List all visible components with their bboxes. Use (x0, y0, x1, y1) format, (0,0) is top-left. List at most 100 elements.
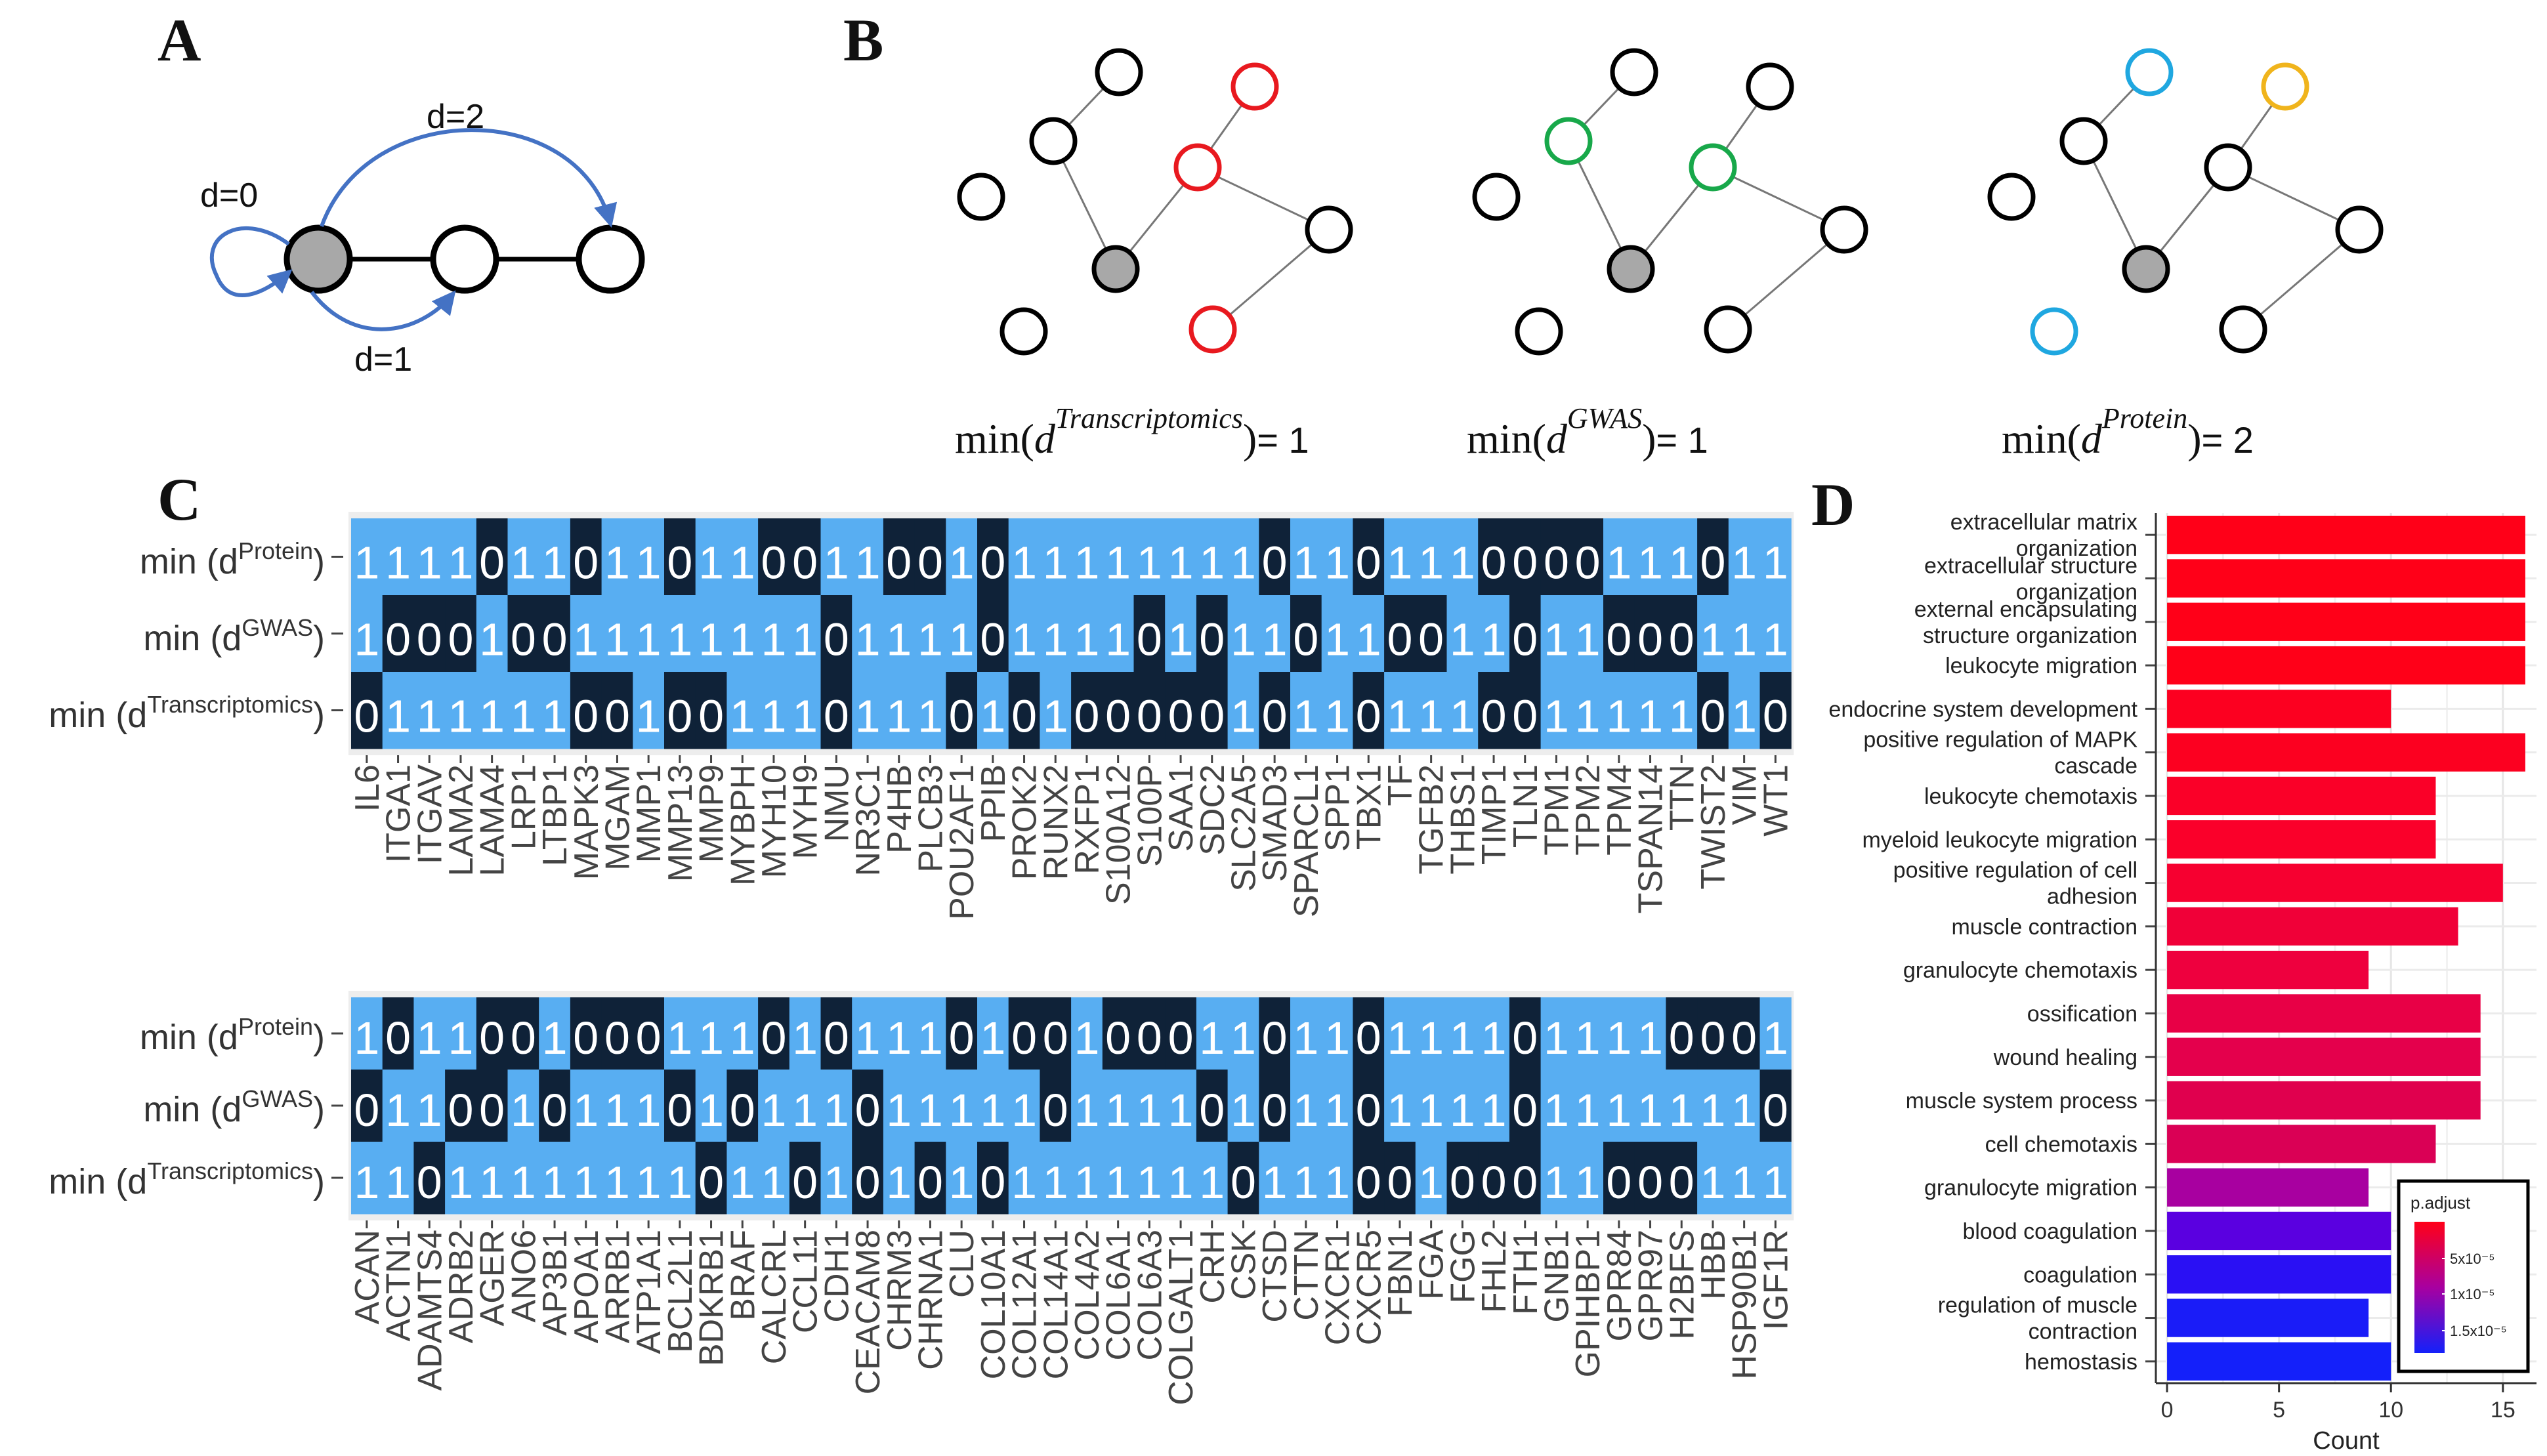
heatmap-cell (1102, 1070, 1134, 1142)
heatmap-cell (570, 1142, 602, 1215)
heatmap-cell (1384, 997, 1416, 1070)
heatmap-cell (789, 1142, 821, 1215)
gene-label: MYBPH (724, 764, 762, 886)
heatmap-cell (601, 1142, 633, 1215)
gene-label: TBX1 (1350, 764, 1388, 850)
heatmap-cell-value: 1 (1324, 1012, 1350, 1064)
heatmap-cell (1666, 595, 1698, 673)
gene-label: TSPAN14 (1632, 764, 1670, 913)
heatmap-cell (1728, 1142, 1760, 1215)
heatmap-cell-value: 0 (730, 1085, 755, 1136)
network-node (2125, 48, 2174, 96)
gene-label: CHRM3 (881, 1230, 919, 1351)
heatmap-cell (1321, 672, 1353, 749)
heatmap-cell-value: 1 (511, 690, 536, 741)
heatmap-cell (445, 672, 477, 749)
heatmap-cell (1102, 595, 1134, 673)
heatmap-cell (726, 1142, 759, 1215)
heatmap-cell-value: 1 (1418, 537, 1444, 588)
heatmap-cell (413, 595, 446, 673)
heatmap-cell-value: 1 (730, 1012, 755, 1064)
heatmap-cell-value: 0 (980, 537, 1005, 588)
heatmap-cell (1290, 672, 1322, 749)
heatmap-cell (476, 672, 508, 749)
heatmap-cell-value: 0 (1637, 1157, 1663, 1208)
heatmap-cell (539, 672, 571, 749)
gene-label: ITGAV (411, 764, 449, 864)
legend-tick-label: 1x10⁻⁵ (2450, 1286, 2494, 1302)
category-label: ossification (2027, 1001, 2137, 1026)
heatmap-cell-value: 1 (1231, 1012, 1256, 1064)
heatmap-cell (539, 1142, 571, 1215)
heatmap-cell-value: 0 (1105, 690, 1131, 741)
heatmap-cell-value: 0 (479, 1012, 505, 1064)
heatmap-cell-value: 0 (1356, 690, 1381, 741)
category-label: granulocyte chemotaxis (1903, 958, 2137, 983)
gene-label: COL10A1 (975, 1230, 1013, 1379)
heatmap-cell-value: 1 (824, 1085, 849, 1136)
heatmap-cell (601, 518, 633, 596)
heatmap-cell-value: 1 (511, 1085, 536, 1136)
gene-label: MMP1 (630, 764, 668, 863)
heatmap-cell (1071, 1142, 1103, 1215)
heatmap-cell-value: 1 (980, 1085, 1005, 1136)
gene-label: IGF1R (1757, 1230, 1795, 1330)
heatmap-cell-value: 0 (1356, 1085, 1381, 1136)
heatmap-cell (946, 672, 978, 749)
network-node (1515, 307, 1563, 356)
heatmap-cell-value: 0 (761, 537, 786, 588)
heatmap-cell (789, 997, 821, 1070)
heatmap-cell (977, 595, 1009, 673)
heatmap-cell-value: 0 (1293, 614, 1318, 665)
heatmap-cell (1634, 1142, 1666, 1215)
gene-label: MMP9 (693, 764, 731, 863)
heatmap-cell (1415, 1142, 1447, 1215)
heatmap-cell (977, 997, 1009, 1070)
heatmap-cell (413, 1142, 446, 1215)
heatmap-cell (476, 997, 508, 1070)
heatmap-cell (351, 672, 383, 749)
heatmap-cell-value: 0 (1481, 537, 1507, 588)
heatmap-row-label: min (dGWAS) (143, 1085, 325, 1129)
heatmap-cell (1540, 997, 1572, 1070)
heatmap-cell (1290, 1142, 1322, 1215)
network-edge (1197, 166, 1330, 231)
heatmap-cell (1572, 997, 1604, 1070)
heatmap-cell-value: 1 (792, 614, 818, 665)
bar (2167, 863, 2503, 902)
heatmap-cell (664, 1070, 696, 1142)
heatmap-cell-value: 1 (761, 1157, 786, 1208)
x-tick-label: 5 (2273, 1398, 2285, 1423)
heatmap-cell (1572, 595, 1604, 673)
heatmap-cell-value: 1 (824, 1157, 849, 1208)
heatmap-cell-value: 1 (1262, 614, 1288, 665)
heatmap-cell-value: 1 (1074, 1157, 1099, 1208)
heatmap-cell (1634, 1070, 1666, 1142)
heatmap-cell (1008, 518, 1040, 596)
heatmap-cell (1509, 1142, 1542, 1215)
heatmap-cell-value: 1 (824, 537, 849, 588)
heatmap-cell (1666, 1070, 1698, 1142)
heatmap-cell-value: 0 (417, 614, 442, 665)
seed-node (1607, 245, 1655, 293)
gene-label: SAA1 (1162, 764, 1200, 852)
heatmap-cell (1759, 595, 1792, 673)
heatmap-cell (1353, 1070, 1385, 1142)
heatmap-cell-value: 0 (1199, 1085, 1225, 1136)
heatmap-cell (1102, 1142, 1134, 1215)
heatmap-cell-value: 1 (980, 1012, 1005, 1064)
heatmap-cell-value: 1 (1450, 1012, 1475, 1064)
heatmap-cell-value: 0 (1105, 1012, 1131, 1064)
heatmap-cell (789, 672, 821, 749)
heatmap-cell (1227, 518, 1259, 596)
gene-label: MYH10 (755, 764, 793, 878)
heatmap-cell-value: 1 (417, 537, 442, 588)
heatmap-cell-value: 1 (604, 1157, 630, 1208)
heatmap-cell (1603, 997, 1635, 1070)
heatmap-cell-value: 1 (1011, 1157, 1037, 1208)
category-label: myeloid leukocyte migration (1862, 827, 2137, 852)
